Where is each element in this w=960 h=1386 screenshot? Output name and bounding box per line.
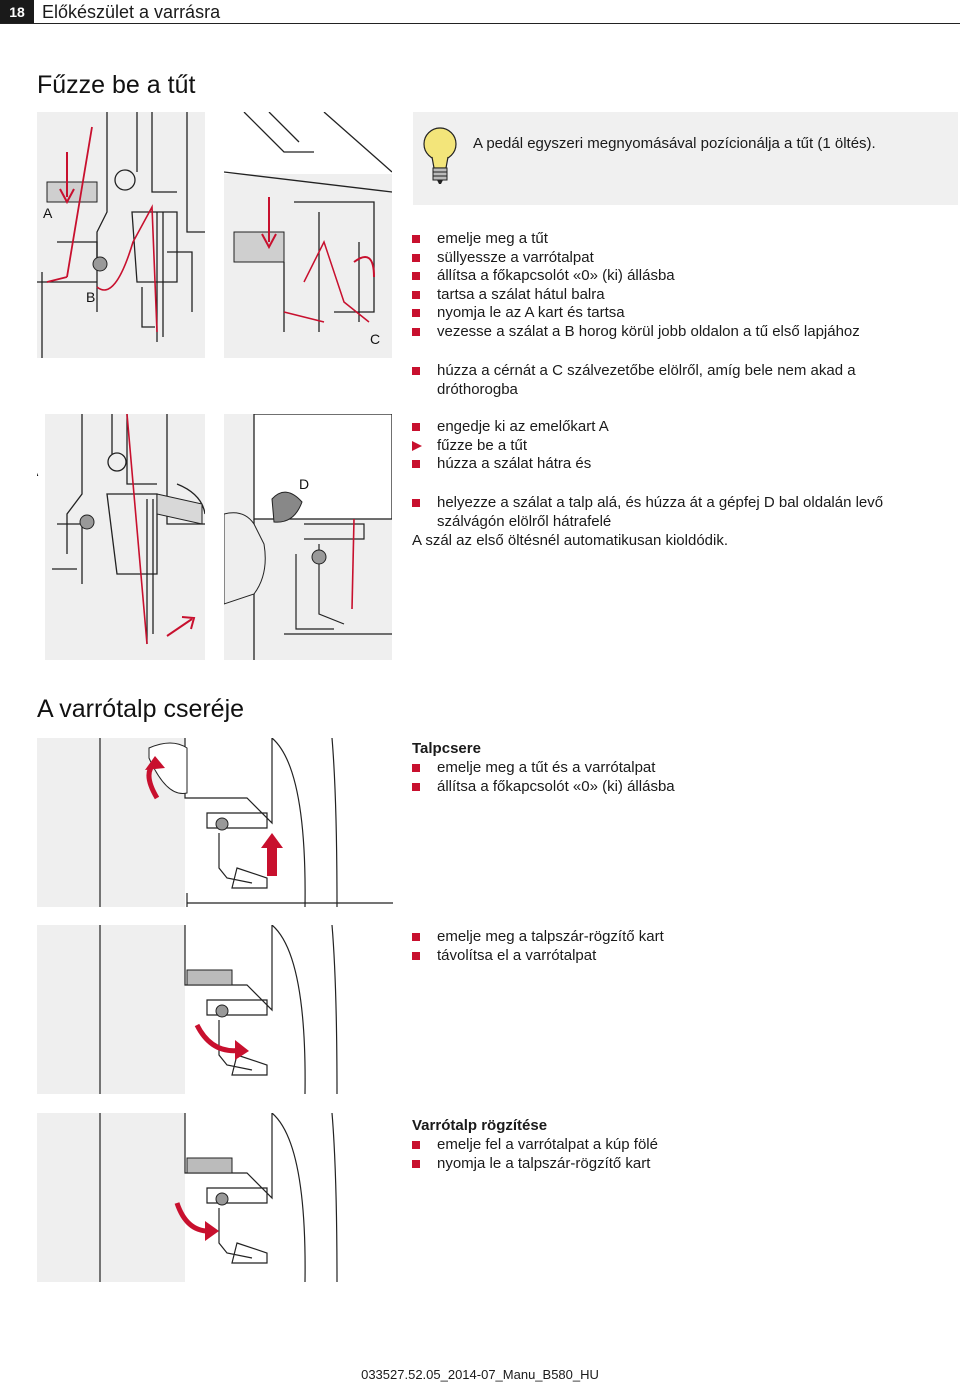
- figure-foot-change-2: [37, 925, 393, 1094]
- list-item: helyezze a szálat a talp alá, és húzza á…: [412, 494, 912, 531]
- bullet-square-icon: [412, 460, 420, 469]
- bullet-square-icon: [412, 764, 420, 772]
- foot-change-steps: emelje meg a tűt és a varrótalpat állíts…: [412, 759, 932, 796]
- figure-threading-2: C: [224, 112, 392, 358]
- list-item: nyomja le az A kart és tartsa: [412, 304, 932, 323]
- threading-illustration-1: A B: [37, 112, 205, 358]
- figure1-label-c: C: [370, 331, 380, 347]
- section-title-presser-foot: A varrótalp cseréje: [37, 695, 245, 723]
- list-item: emelje meg a talpszár-rögzítő kart: [412, 928, 932, 947]
- foot-attach-heading: Varrótalp rögzítése: [412, 1117, 548, 1134]
- threading-steps-group-3: engedje ki az emelőkart A fűzze be a tűt…: [412, 418, 932, 474]
- section-title-thread-needle: Fűzze be a tűt: [37, 71, 196, 99]
- figure1-label-b: B: [86, 289, 95, 305]
- header-rule: [0, 23, 960, 24]
- foot-removal-steps: emelje meg a talpszár-rögzítő kart távol…: [412, 928, 932, 965]
- tip-note-box: [413, 112, 958, 205]
- figure2-label-d: D: [299, 476, 309, 492]
- bullet-square-icon: [412, 782, 420, 791]
- list-item: emelje meg a tűt és a varrótalpat: [412, 759, 932, 778]
- figure-foot-change-3: [37, 1113, 393, 1282]
- list-item: húzza a szálat hátra és: [412, 455, 932, 474]
- bullet-square-icon: [412, 367, 420, 375]
- bullet-square-icon: [412, 499, 420, 507]
- bullet-square-icon: [412, 309, 420, 318]
- bullet-arrow-icon: [412, 440, 422, 451]
- list-item: fűzze be a tűt: [412, 437, 932, 456]
- bullet-square-icon: [412, 290, 420, 299]
- document-code-footer: 033527.52.05_2014-07_Manu_B580_HU: [361, 1367, 599, 1382]
- bullet-square-icon: [412, 327, 420, 336]
- threading-steps-group-2: húzza a cérnát a C szálvezetőbe elölről,…: [412, 362, 882, 399]
- page-number: 18: [0, 0, 34, 24]
- figure-threading-4: D: [224, 414, 392, 660]
- threading-note: A szál az első öltésnél automatikusan ki…: [412, 532, 729, 549]
- tip-note-text: A pedál egyszeri megnyomásával pozícioná…: [473, 135, 876, 152]
- list-item: emelje fel a varrótalpat a kúp fölé: [412, 1136, 932, 1155]
- threading-steps-group-1: emelje meg a tűt süllyessze a varrótalpa…: [412, 230, 932, 342]
- foot-change-heading: Talpcsere: [412, 740, 481, 757]
- figure-foot-change-1: [37, 738, 393, 907]
- bullet-square-icon: [412, 1159, 420, 1168]
- list-item: emelje meg a tűt: [412, 230, 932, 249]
- bullet-square-icon: [412, 272, 420, 281]
- list-item: nyomja le a talpszár-rögzítő kart: [412, 1155, 932, 1174]
- foot-change-illustration-3: [99, 1113, 393, 1282]
- threading-steps-group-4: helyezze a szálat a talp alá, és húzza á…: [412, 494, 912, 531]
- figure-threading-3: A: [37, 414, 205, 660]
- threading-illustration-2: C: [224, 112, 392, 347]
- bullet-square-icon: [412, 1141, 420, 1149]
- list-item: tartsa a szálat hátul balra: [412, 286, 932, 305]
- list-item: süllyessze a varrótalpat: [412, 249, 932, 268]
- list-item: távolítsa el a varrótalpat: [412, 947, 932, 966]
- figure-threading-1: A B: [37, 112, 205, 358]
- threading-illustration-4: D: [224, 414, 392, 660]
- bullet-square-icon: [412, 423, 420, 431]
- chapter-title: Előkészület a varrásra: [42, 2, 221, 22]
- bullet-square-icon: [412, 933, 420, 941]
- figure2-label-a: A: [37, 463, 39, 479]
- bullet-square-icon: [412, 235, 420, 243]
- list-item: vezesse a szálat a B horog körül jobb ol…: [412, 323, 932, 342]
- threading-illustration-3: A: [37, 414, 205, 660]
- list-item: állítsa a főkapcsolót «0» (ki) állásba: [412, 267, 932, 286]
- foot-change-illustration-1: [99, 738, 393, 907]
- foot-change-illustration-2: [99, 925, 393, 1094]
- bullet-square-icon: [412, 253, 420, 262]
- foot-attach-steps: emelje fel a varrótalpat a kúp fölé nyom…: [412, 1136, 932, 1173]
- bullet-square-icon: [412, 951, 420, 960]
- list-item: engedje ki az emelőkart A: [412, 418, 932, 437]
- figure1-label-a: A: [43, 205, 53, 221]
- list-item: húzza a cérnát a C szálvezetőbe elölről,…: [412, 362, 882, 399]
- list-item: állítsa a főkapcsolót «0» (ki) állásba: [412, 778, 932, 797]
- light-bulb-icon: [420, 124, 460, 191]
